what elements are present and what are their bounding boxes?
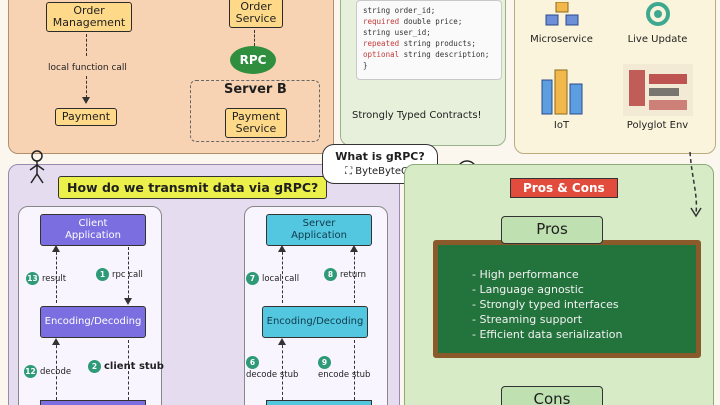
server-bottom-box xyxy=(266,400,372,405)
pros-title: Pros xyxy=(501,216,603,244)
payment-service-note: Payment Service xyxy=(206,108,306,138)
pros-cons-tag: Pros & Cons xyxy=(510,178,618,198)
local-call-line-top xyxy=(86,34,87,56)
pros-item: - Streaming support xyxy=(472,313,583,326)
server-return-arrowhead xyxy=(350,245,358,252)
client-up-arrowhead xyxy=(52,245,60,252)
language-cloud-icon xyxy=(622,64,693,116)
use-case-polyglot: Polyglot Env xyxy=(610,64,705,131)
client-application-box: Client Application xyxy=(40,214,146,246)
pros-item: - Strongly typed interfaces xyxy=(472,298,619,311)
dashed-arrow-icon xyxy=(686,150,706,220)
cubes-icon xyxy=(538,1,586,44)
contracts-label: Strongly Typed Contracts! xyxy=(352,110,482,121)
server-lower-down-line xyxy=(354,340,355,400)
client-lower-up-line xyxy=(56,340,57,400)
bubble-question: What is gRPC? xyxy=(335,150,425,163)
server-down-line xyxy=(282,247,283,303)
code-line: string order_id; xyxy=(363,6,436,15)
client-encoding-box: Encoding/Decoding xyxy=(40,306,146,338)
local-call-label: local function call xyxy=(48,63,127,73)
rpc-line-top xyxy=(254,30,255,46)
refresh-gear-icon xyxy=(634,2,682,44)
cons-title: Cons xyxy=(501,386,603,405)
server-up-arrowhead xyxy=(278,245,286,252)
use-case-label: Polyglot Env xyxy=(626,120,689,131)
server-application-box: Server Application xyxy=(266,214,372,246)
order-service-note: Order Service xyxy=(206,0,306,28)
pros-chalkboard: - High performance - Language agnostic -… xyxy=(433,240,701,358)
code-line: optional string description; xyxy=(363,50,490,59)
pros-item: - Efficient data serialization xyxy=(472,328,623,341)
payment-note: Payment xyxy=(48,108,124,126)
pros-item: - Language agnostic xyxy=(472,283,584,296)
bubble-brand: ⛶ ByteByteGo xyxy=(345,166,415,177)
code-line: string user_id; xyxy=(363,28,431,37)
use-case-label: Live Update xyxy=(627,34,688,45)
server-return-line xyxy=(354,247,355,303)
stick-figure-icon xyxy=(26,150,48,184)
server-lower-up-line xyxy=(282,340,283,400)
server-lower-up-arrowhead xyxy=(278,338,286,345)
city-iot-icon xyxy=(538,64,586,116)
local-call-arrowhead xyxy=(82,97,90,104)
client-bottom-box xyxy=(40,400,146,405)
client-down-line xyxy=(128,247,129,303)
use-case-label: Microservice xyxy=(530,34,593,45)
code-line: } xyxy=(363,61,368,70)
code-line: repeated string products; xyxy=(363,39,476,48)
local-call-line-bottom xyxy=(86,76,87,98)
use-case-label: IoT xyxy=(553,120,570,131)
brand-logo-icon: ⛶ xyxy=(345,166,356,177)
pros-list: - High performance - Language agnostic -… xyxy=(472,267,623,342)
client-lower-down-line xyxy=(128,340,129,400)
rpc-badge: RPC xyxy=(230,46,276,74)
client-down-arrowhead xyxy=(124,298,132,305)
client-lower-up-arrowhead xyxy=(52,338,60,345)
pros-item: - High performance xyxy=(472,268,579,281)
transmit-title: How do we transmit data via gRPC? xyxy=(58,176,328,199)
order-management-note: Order Management xyxy=(44,2,134,32)
use-case-live-update: Live Update xyxy=(610,2,705,45)
use-case-microservice: Microservice xyxy=(514,1,609,45)
proto-code-block: string order_id; required double price; … xyxy=(356,0,502,80)
server-encoding-box: Encoding/Decoding xyxy=(262,306,368,338)
code-line: required double price; xyxy=(363,17,463,26)
use-case-iot: IoT xyxy=(514,64,609,131)
server-b-label: Server B xyxy=(224,82,287,97)
server-b-frame xyxy=(190,80,320,142)
client-up-line xyxy=(56,247,57,303)
